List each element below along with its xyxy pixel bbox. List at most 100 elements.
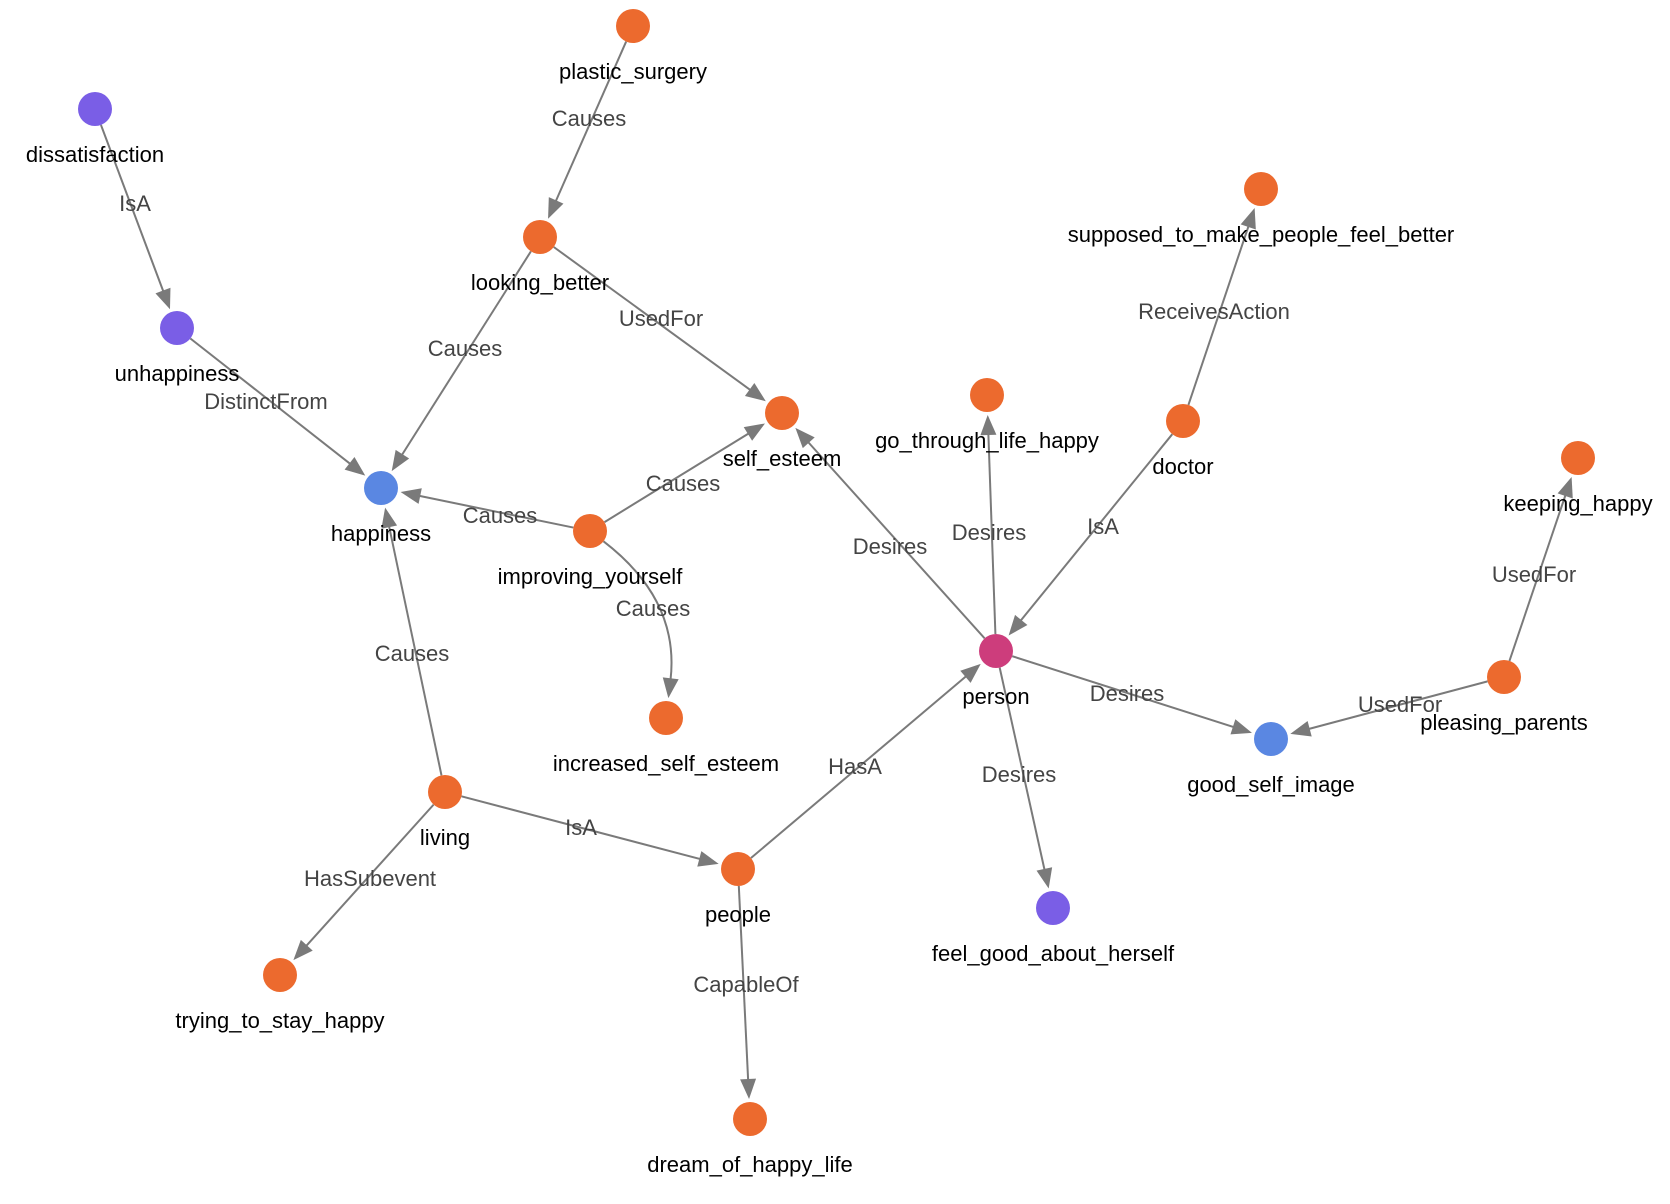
node-unhappiness[interactable] bbox=[160, 311, 194, 345]
edge-label: IsA bbox=[1087, 514, 1119, 539]
node-looking_better[interactable] bbox=[523, 220, 557, 254]
edge-person-to-go_through_life_happy bbox=[980, 414, 997, 635]
node-self_esteem[interactable] bbox=[765, 396, 799, 430]
node-dissatisfaction[interactable] bbox=[78, 92, 112, 126]
node-label: trying_to_stay_happy bbox=[175, 1008, 384, 1033]
arrow-head bbox=[1230, 719, 1252, 735]
edge-line bbox=[461, 795, 702, 861]
arrow-head bbox=[155, 287, 171, 310]
node-trying_to_stay_happy[interactable] bbox=[263, 958, 297, 992]
node-label: dream_of_happy_life bbox=[647, 1152, 852, 1177]
edge-people-to-person bbox=[750, 663, 981, 859]
arrow-head bbox=[1036, 867, 1053, 889]
node-plastic_surgery[interactable] bbox=[616, 9, 650, 43]
edge-living-to-happiness bbox=[381, 507, 443, 776]
node-label: unhappiness bbox=[115, 361, 240, 386]
edge-person-to-feel_good_about_herself bbox=[998, 667, 1053, 889]
node-pleasing_parents[interactable] bbox=[1487, 660, 1521, 694]
node-go_through_life_happy[interactable] bbox=[970, 378, 1004, 412]
edge-pleasing_parents-to-good_self_image bbox=[1290, 680, 1488, 737]
edge-line bbox=[806, 440, 986, 640]
edge-label: DistinctFrom bbox=[204, 389, 327, 414]
edge-label: Desires bbox=[952, 520, 1027, 545]
arrow-head bbox=[740, 1078, 757, 1100]
node-label: person bbox=[962, 684, 1029, 709]
node-increased_self_esteem[interactable] bbox=[649, 701, 683, 735]
edge-label: Causes bbox=[552, 106, 627, 131]
edge-looking_better-to-happiness bbox=[391, 250, 532, 472]
arrow-head bbox=[743, 423, 765, 441]
arrow-head bbox=[344, 457, 366, 476]
edge-person-to-self_esteem bbox=[795, 427, 986, 640]
edge-line bbox=[603, 432, 751, 523]
arrow-head bbox=[293, 939, 313, 961]
edge-label: ReceivesAction bbox=[1138, 299, 1290, 324]
arrow-head bbox=[1008, 614, 1028, 636]
node-label: self_esteem bbox=[723, 446, 842, 471]
edge-line bbox=[987, 432, 997, 635]
node-label: go_through_life_happy bbox=[875, 428, 1099, 453]
edge-line bbox=[553, 246, 752, 392]
edge-line bbox=[750, 674, 968, 859]
node-person[interactable] bbox=[979, 634, 1013, 668]
edge-line bbox=[602, 540, 673, 681]
node-label: living bbox=[420, 825, 470, 850]
edge-label: Causes bbox=[428, 336, 503, 361]
edge-labels-layer: CausesIsACausesUsedForDistinctFromCauses… bbox=[119, 106, 1576, 997]
arrow-head bbox=[795, 427, 815, 449]
node-supposed_to_make_people_feel_better[interactable] bbox=[1244, 172, 1278, 206]
edge-label: Causes bbox=[375, 641, 450, 666]
edge-line bbox=[998, 667, 1046, 872]
edge-people-to-dream_of_happy_life bbox=[737, 885, 757, 1100]
node-people[interactable] bbox=[721, 852, 755, 886]
node-improving_yourself[interactable] bbox=[573, 514, 607, 548]
arrow-head bbox=[662, 677, 679, 699]
node-label: supposed_to_make_people_feel_better bbox=[1068, 222, 1455, 247]
edge-label: UsedFor bbox=[619, 306, 703, 331]
edge-line bbox=[1019, 433, 1174, 623]
nodes-layer bbox=[78, 9, 1595, 1136]
edge-line bbox=[304, 803, 435, 948]
node-keeping_happy[interactable] bbox=[1561, 441, 1595, 475]
arrow-head bbox=[391, 449, 410, 472]
node-happiness[interactable] bbox=[364, 471, 398, 505]
edge-looking_better-to-self_esteem bbox=[553, 246, 766, 402]
edge-plastic_surgery-to-looking_better bbox=[548, 41, 628, 219]
arrow-head bbox=[697, 851, 719, 867]
arrow-head bbox=[381, 507, 398, 529]
edge-label: HasA bbox=[828, 754, 882, 779]
edge-line bbox=[737, 885, 750, 1082]
edge-label: Desires bbox=[1090, 681, 1165, 706]
arrow-head bbox=[744, 383, 766, 402]
arrow-head bbox=[980, 414, 997, 436]
node-label: feel_good_about_herself bbox=[932, 941, 1175, 966]
node-living[interactable] bbox=[428, 775, 462, 809]
edge-label: Desires bbox=[982, 762, 1057, 787]
edge-living-to-trying_to_stay_happy bbox=[293, 803, 435, 961]
arrow-head bbox=[1557, 476, 1573, 499]
node-feel_good_about_herself[interactable] bbox=[1036, 891, 1070, 925]
node-dream_of_happy_life[interactable] bbox=[733, 1102, 767, 1136]
node-label: pleasing_parents bbox=[1420, 710, 1588, 735]
node-label: good_self_image bbox=[1187, 772, 1355, 797]
node-label: looking_better bbox=[471, 270, 609, 295]
edge-line bbox=[418, 494, 574, 529]
edge-label: UsedFor bbox=[1358, 692, 1442, 717]
edge-unhappiness-to-happiness bbox=[189, 337, 366, 476]
edge-improving_yourself-to-increased_self_esteem bbox=[602, 540, 679, 699]
node-doctor[interactable] bbox=[1166, 404, 1200, 438]
edge-label: Causes bbox=[646, 471, 721, 496]
edge-line bbox=[400, 250, 532, 457]
node-label: people bbox=[705, 902, 771, 927]
arrow-head bbox=[1290, 720, 1312, 737]
edge-doctor-to-supposed_to_make_people_feel_better bbox=[1187, 207, 1256, 406]
edge-line bbox=[554, 41, 628, 203]
edge-line bbox=[1508, 493, 1567, 662]
node-good_self_image[interactable] bbox=[1254, 722, 1288, 756]
edges-layer bbox=[100, 41, 1573, 1100]
node-label: keeping_happy bbox=[1503, 491, 1652, 516]
arrow-head bbox=[960, 663, 981, 683]
arrow-head bbox=[400, 488, 422, 504]
node-label: improving_yourself bbox=[498, 564, 684, 589]
